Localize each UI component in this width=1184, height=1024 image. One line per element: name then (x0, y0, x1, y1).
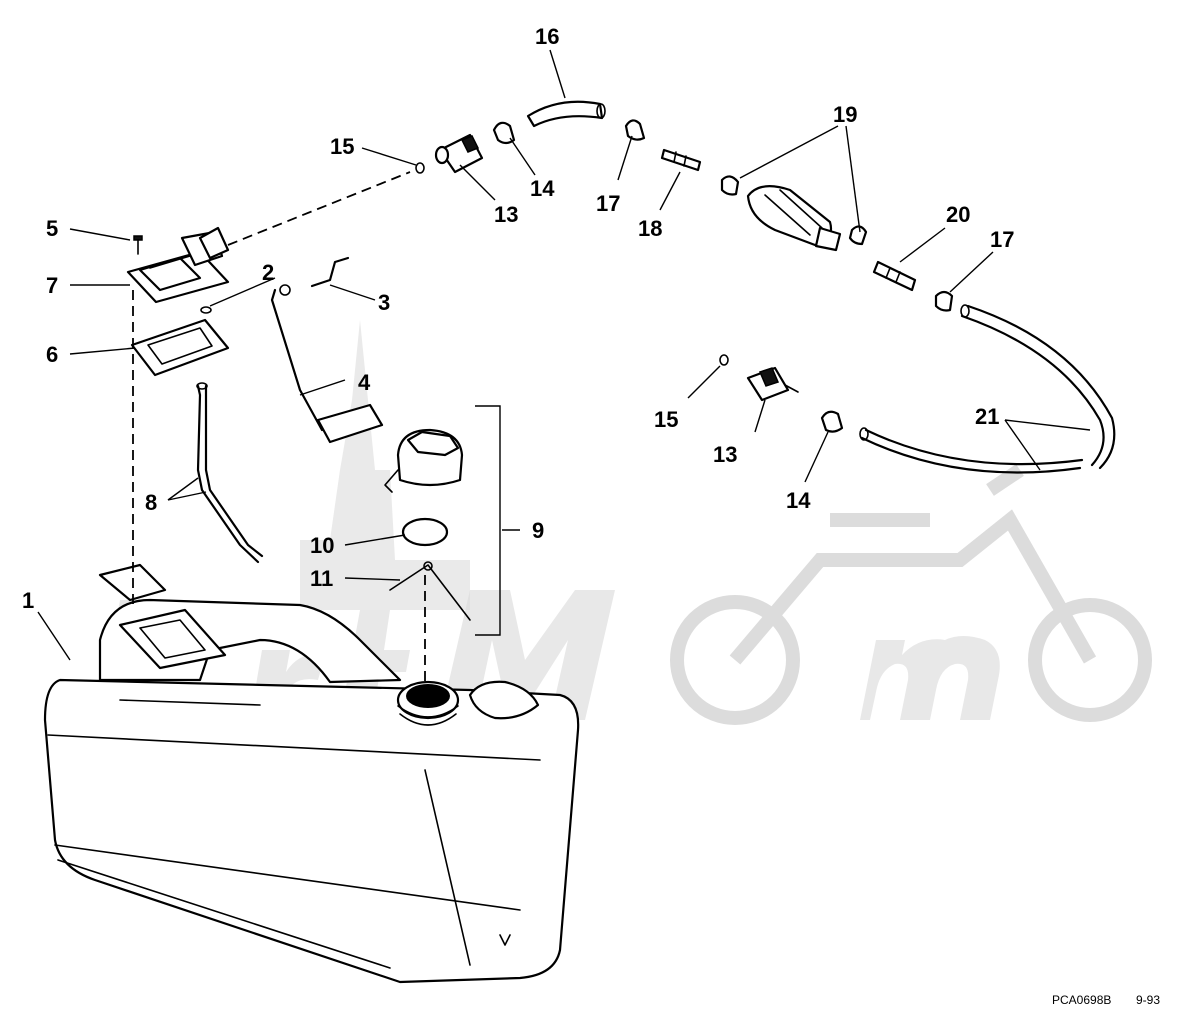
hose-part-21 (859, 304, 1116, 474)
callout-1: 1 (22, 588, 34, 613)
bracket-9 (475, 405, 501, 636)
callout-5: 5 (46, 216, 58, 241)
hose-part-16 (526, 100, 606, 128)
assembly-lines (132, 171, 426, 690)
connector-housing-part-7 (126, 226, 230, 304)
fitting-part-18 (660, 148, 702, 172)
clip-part-3 (310, 256, 350, 288)
clamp-part-14-top (492, 121, 516, 145)
callout-labels: 1 2 3 4 5 6 7 8 9 10 11 13 14 15 16 17 1… (22, 24, 1014, 613)
fuel-tank-part-1 (43, 563, 580, 984)
callout-19: 19 (833, 102, 857, 127)
callout-15-top: 15 (330, 134, 354, 159)
tether-part-11 (389, 561, 471, 621)
o-ring-part-15-lower (719, 354, 729, 366)
watermark (100, 320, 1152, 725)
gasket-part-6 (130, 318, 230, 377)
callout-4: 4 (358, 370, 371, 395)
callout-14-top: 14 (530, 176, 555, 201)
callout-14-lower: 14 (786, 488, 811, 513)
clamp-part-14-lower (820, 410, 844, 433)
callout-3: 3 (378, 290, 390, 315)
callout-11: 11 (310, 566, 333, 591)
fuel-cap-part-9 (384, 428, 464, 493)
callout-8: 8 (145, 490, 157, 515)
callout-18: 18 (638, 216, 662, 241)
callout-17-right: 17 (990, 227, 1014, 252)
connector-part-13-top (434, 133, 484, 174)
callout-17-top: 17 (596, 191, 620, 216)
o-ring-part-15-top (415, 162, 425, 174)
callout-7: 7 (46, 273, 58, 298)
callout-13-top: 13 (494, 202, 518, 227)
drawing-code: PCA0698B (1052, 993, 1111, 1007)
callout-10: 10 (310, 533, 334, 558)
callout-20: 20 (946, 202, 970, 227)
clamp-part-17-top (624, 119, 646, 141)
float-arm-part-4 (270, 284, 384, 444)
fitting-part-20 (872, 260, 917, 292)
connector-part-13-lower (746, 366, 799, 402)
screw-part-5 (133, 235, 143, 255)
drawing-date: 9-93 (1136, 993, 1160, 1007)
cap-gasket-part-10 (401, 517, 449, 547)
callout-15-lower: 15 (654, 407, 678, 432)
o-ring-part-2 (200, 306, 212, 314)
callout-21: 21 (975, 404, 999, 429)
callout-13-lower: 13 (713, 442, 737, 467)
callout-6: 6 (46, 342, 58, 367)
clamp-part-17-right (934, 290, 954, 312)
callout-16: 16 (535, 24, 559, 49)
callout-9: 9 (532, 518, 544, 543)
primer-bulb-part-19 (720, 175, 868, 252)
callout-2: 2 (262, 260, 274, 285)
leader-lines (37, 49, 1091, 661)
pickup-tube-part-8 (196, 382, 264, 564)
